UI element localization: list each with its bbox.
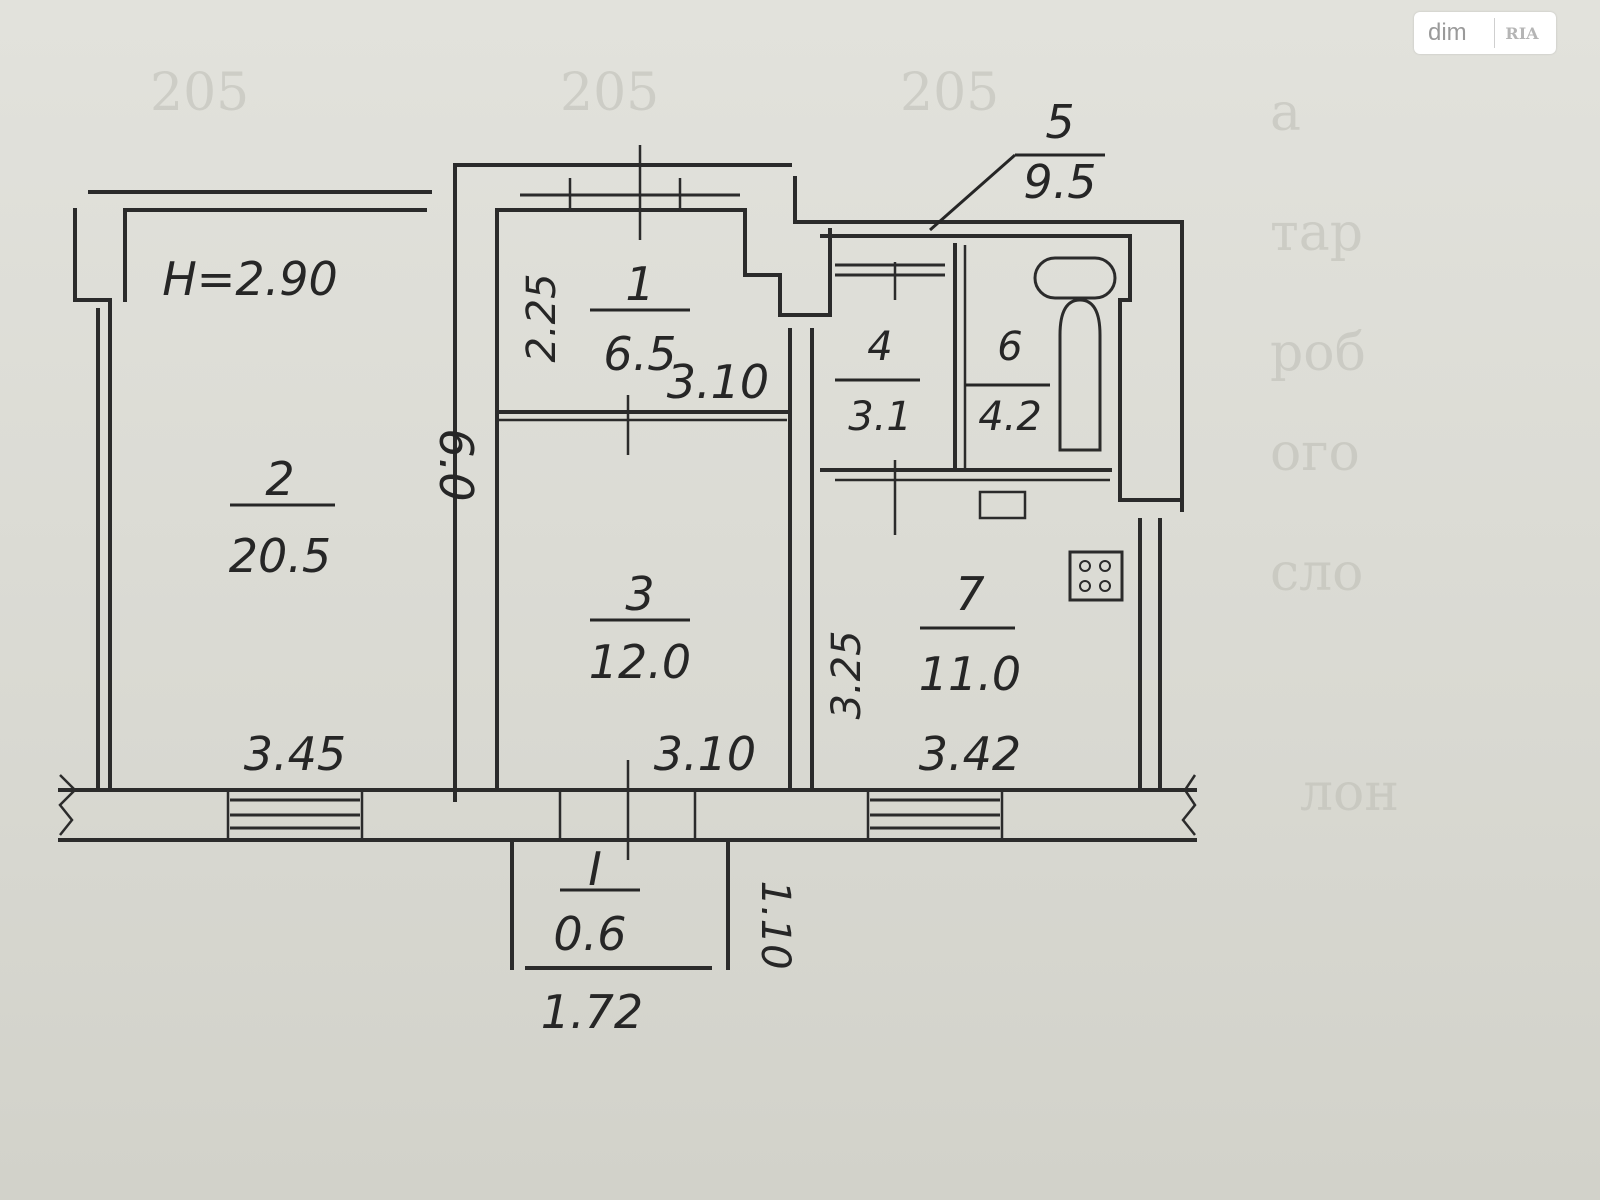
room-7-width-dim: 3.42 (919, 727, 1021, 781)
radiator-icon (978, 490, 1027, 520)
room-6-number: 6 (997, 324, 1022, 370)
svg-text:а: а (1270, 83, 1301, 143)
svg-text:лон: лон (1300, 763, 1399, 823)
room-2-length-dim: 6.0 (429, 428, 483, 501)
room-3-width-dim: 3.10 (654, 727, 756, 781)
room-4-area: 3.1 (848, 394, 912, 440)
balcony-number: I (588, 842, 602, 896)
room-labels: H=2.90 2 20.5 1 6.5 3 12.0 4 3.1 6 4.2 7… (162, 95, 1105, 961)
watermark-badge: dim RIA (1414, 12, 1556, 54)
balcony-depth-dim: 1.10 (752, 880, 798, 969)
room-1-depth-dim: 2.25 (519, 273, 565, 362)
room-7-number: 7 (955, 567, 984, 621)
room-3-number: 3 (625, 567, 654, 621)
room-2-area: 20.5 (229, 529, 331, 583)
svg-text:205: 205 (560, 63, 659, 123)
room-2-width-dim: 3.45 (244, 727, 346, 781)
room-2-number: 2 (265, 452, 294, 506)
background-ghost-text: а тар роб ого сло лон 205 205 205 (150, 63, 1399, 823)
room-4-number: 4 (867, 324, 892, 370)
room-3-area: 12.0 (589, 635, 691, 689)
walls (58, 163, 1197, 970)
room-1-width-dim: 3.10 (667, 355, 769, 409)
windows (226, 178, 1004, 840)
dimension-labels: 6.0 3.45 2.25 3.10 3.10 3.25 3.42 1.72 1… (244, 273, 1021, 1039)
ceiling-height-label: H=2.90 (162, 252, 338, 306)
svg-text:сло: сло (1270, 543, 1363, 603)
svg-text:роб: роб (1270, 323, 1366, 383)
room-6-area: 4.2 (978, 394, 1042, 440)
balcony-area: 0.6 (553, 907, 626, 961)
watermark-dim-text: dim (1428, 19, 1467, 46)
room-7-area: 11.0 (919, 647, 1021, 701)
room-1-area: 6.5 (603, 327, 676, 381)
svg-text:205: 205 (900, 63, 999, 123)
svg-text:тар: тар (1270, 203, 1363, 263)
fixtures (626, 145, 1124, 860)
room-1-number: 1 (625, 257, 654, 311)
svg-text:ого: ого (1270, 423, 1360, 483)
svg-text:205: 205 (150, 63, 249, 123)
room-5-number: 5 (1045, 95, 1074, 149)
room-5-area: 9.5 (1023, 155, 1096, 209)
room-7-depth-dim: 3.25 (824, 630, 870, 719)
bathtub-icon (1058, 298, 1102, 452)
sink-icon (1033, 256, 1117, 300)
balcony-width-dim: 1.72 (541, 985, 643, 1039)
stove-icon (1068, 550, 1124, 602)
watermark-ria-logo: RIA (1494, 18, 1549, 48)
